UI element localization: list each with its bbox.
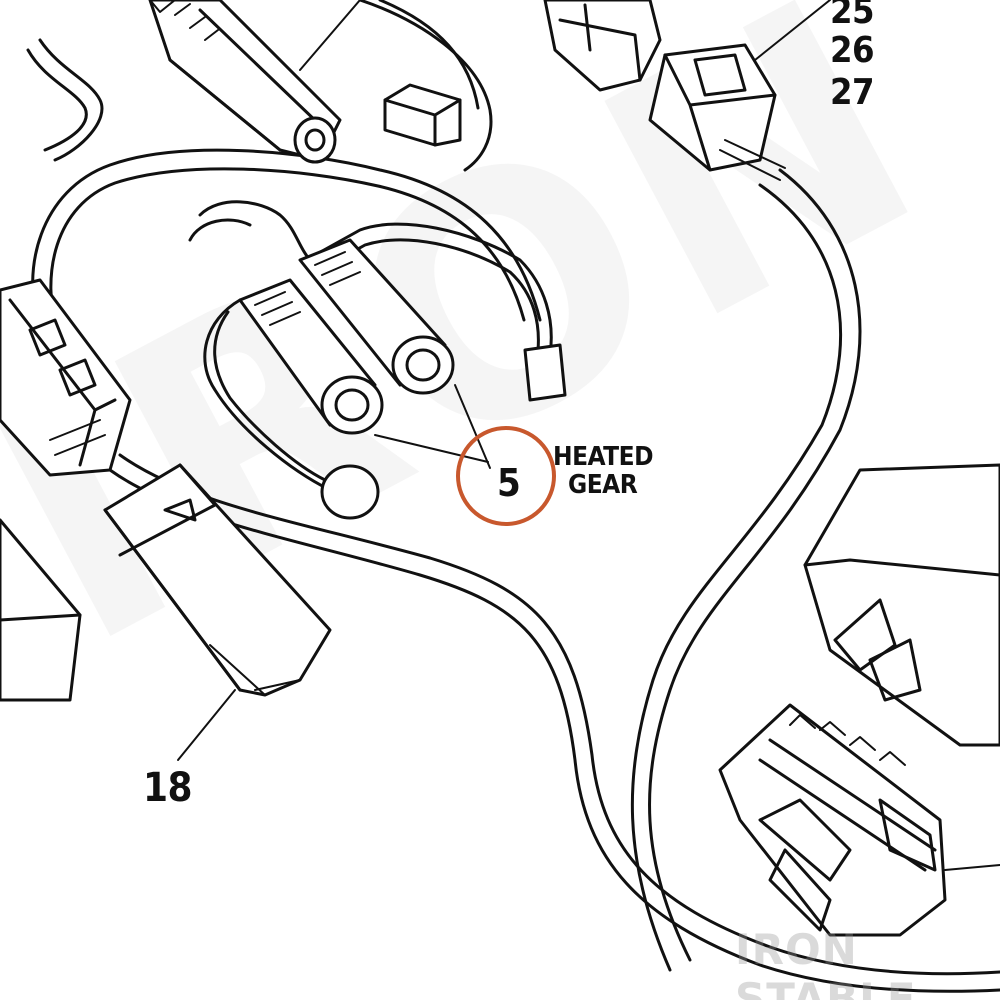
top-left-cable	[38, 38, 104, 162]
leader-line-5b	[374, 434, 489, 463]
leader-line-top	[299, 0, 361, 71]
heated-gear-label-line2: GEAR	[568, 470, 638, 500]
watermark-corner: IRON STABLE	[735, 925, 917, 1000]
right-box-connector	[803, 463, 1000, 747]
lower-harness-cable	[108, 468, 1000, 993]
heated-gear-connectors	[188, 200, 567, 520]
highlight-circle	[456, 426, 556, 526]
leader-line-right	[944, 864, 1000, 871]
leader-line-25	[754, 0, 831, 61]
connector-18	[103, 463, 332, 697]
callout-number-27: 27	[830, 72, 875, 113]
lower-right-multiconnector	[718, 703, 947, 937]
left-module-box	[0, 518, 82, 702]
left-multipin-connector	[0, 278, 132, 477]
heated-gear-label-line1: HEATED	[553, 442, 654, 472]
connector-25-26-27	[648, 43, 786, 181]
callout-number-5: 5	[497, 461, 521, 505]
right-harness-cable	[648, 168, 862, 962]
top-plug-connector	[148, 0, 342, 164]
leader-line-18	[177, 689, 236, 761]
leader-line-5a	[454, 384, 491, 469]
callout-number-25: 25	[830, 0, 875, 32]
main-harness-cable	[31, 148, 542, 332]
cable-bracket	[383, 83, 462, 147]
callout-number-18: 18	[143, 765, 193, 811]
top-connector-small	[543, 0, 662, 92]
callout-number-26: 26	[830, 30, 875, 71]
